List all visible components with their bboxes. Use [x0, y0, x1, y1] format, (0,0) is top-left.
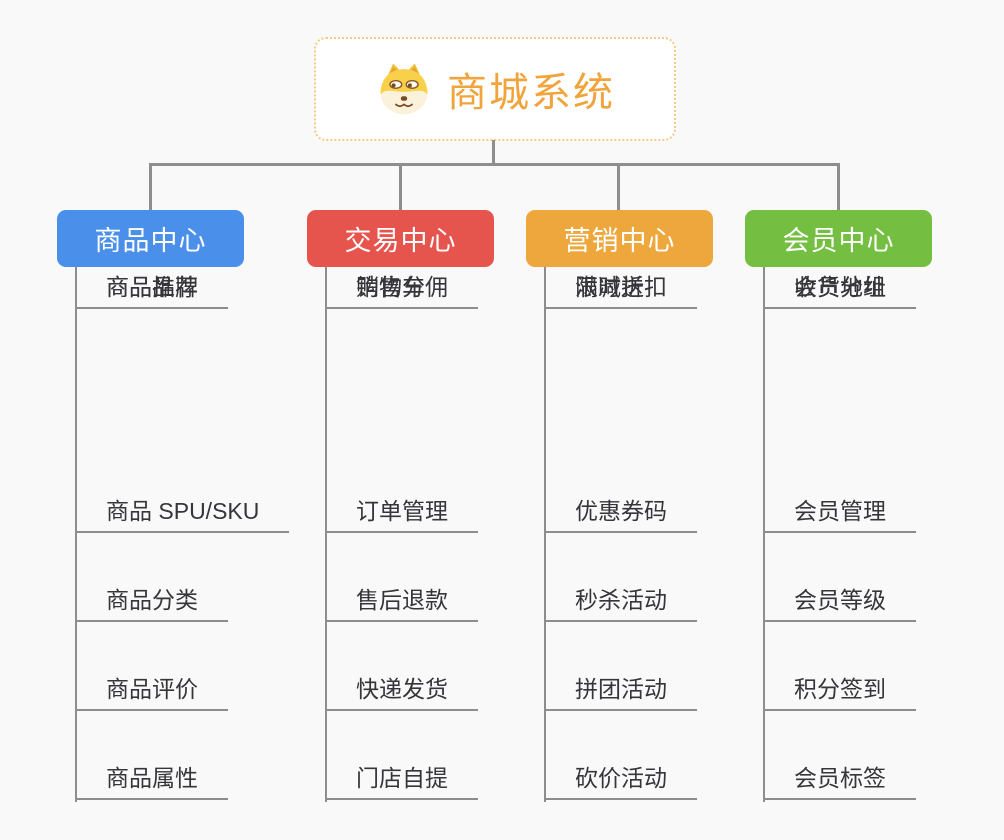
branch-marketing-center: 营销中心 优惠券码 秒杀活动 拼团活动 砍价活动 限时折扣 满减送 [526, 210, 756, 802]
branch-member-center: 会员中心 会员管理 会员等级 积分签到 会员标签 会员分组 收货地址 [745, 210, 975, 802]
branch-trunk-line [75, 267, 77, 802]
branch-trunk-line [325, 267, 327, 802]
root-node-label: 商城系统 [447, 71, 615, 115]
node-sales-commission[interactable]: 销售分佣 [326, 267, 478, 309]
node-bargain[interactable]: 砍价活动 [545, 758, 697, 800]
node-product-brand[interactable]: 商品品牌 [76, 267, 228, 309]
node-product-spu-sku[interactable]: 商品 SPU/SKU [76, 491, 290, 533]
branch-header-trade[interactable]: 交易中心 [307, 210, 494, 267]
node-member-level[interactable]: 会员等级 [764, 580, 916, 622]
connector-drop-marketing [617, 163, 620, 211]
branch-header-product[interactable]: 商品中心 [57, 210, 244, 267]
node-order-management[interactable]: 订单管理 [326, 491, 478, 533]
branch-trunk-line [763, 267, 765, 802]
root-node[interactable]: 商城系统 [314, 37, 676, 141]
connector-horizontal [149, 163, 840, 166]
node-flash-sale[interactable]: 秒杀活动 [545, 580, 697, 622]
node-product-category[interactable]: 商品分类 [76, 580, 228, 622]
node-store-pickup[interactable]: 门店自提 [326, 758, 478, 800]
connector-root-drop [492, 140, 495, 165]
branch-trade-center: 交易中心 订单管理 售后退款 快递发货 门店自提 购物车 销售分佣 [307, 210, 537, 802]
connector-drop-product [149, 163, 152, 211]
node-shipping-address[interactable]: 收货地址 [764, 267, 916, 309]
node-product-attribute[interactable]: 商品属性 [76, 758, 228, 800]
node-express-delivery[interactable]: 快递发货 [326, 669, 478, 711]
branch-trunk-line [544, 267, 546, 802]
node-member-management[interactable]: 会员管理 [764, 491, 916, 533]
node-group-buy[interactable]: 拼团活动 [545, 669, 697, 711]
branch-header-marketing[interactable]: 营销中心 [526, 210, 713, 267]
branch-product-center: 商品中心 商品 SPU/SKU 商品分类 商品评价 商品属性 商品推荐 商品品牌 [57, 210, 290, 802]
doge-icon [380, 63, 428, 115]
node-points-checkin[interactable]: 积分签到 [764, 669, 916, 711]
connector-drop-trade [399, 163, 402, 211]
node-after-sale-refund[interactable]: 售后退款 [326, 580, 478, 622]
node-full-reduction[interactable]: 满减送 [545, 267, 674, 309]
branch-header-member[interactable]: 会员中心 [745, 210, 932, 267]
node-product-review[interactable]: 商品评价 [76, 669, 228, 711]
node-member-tag[interactable]: 会员标签 [764, 758, 916, 800]
connector-drop-member [837, 163, 840, 211]
node-coupon-code[interactable]: 优惠券码 [545, 491, 697, 533]
